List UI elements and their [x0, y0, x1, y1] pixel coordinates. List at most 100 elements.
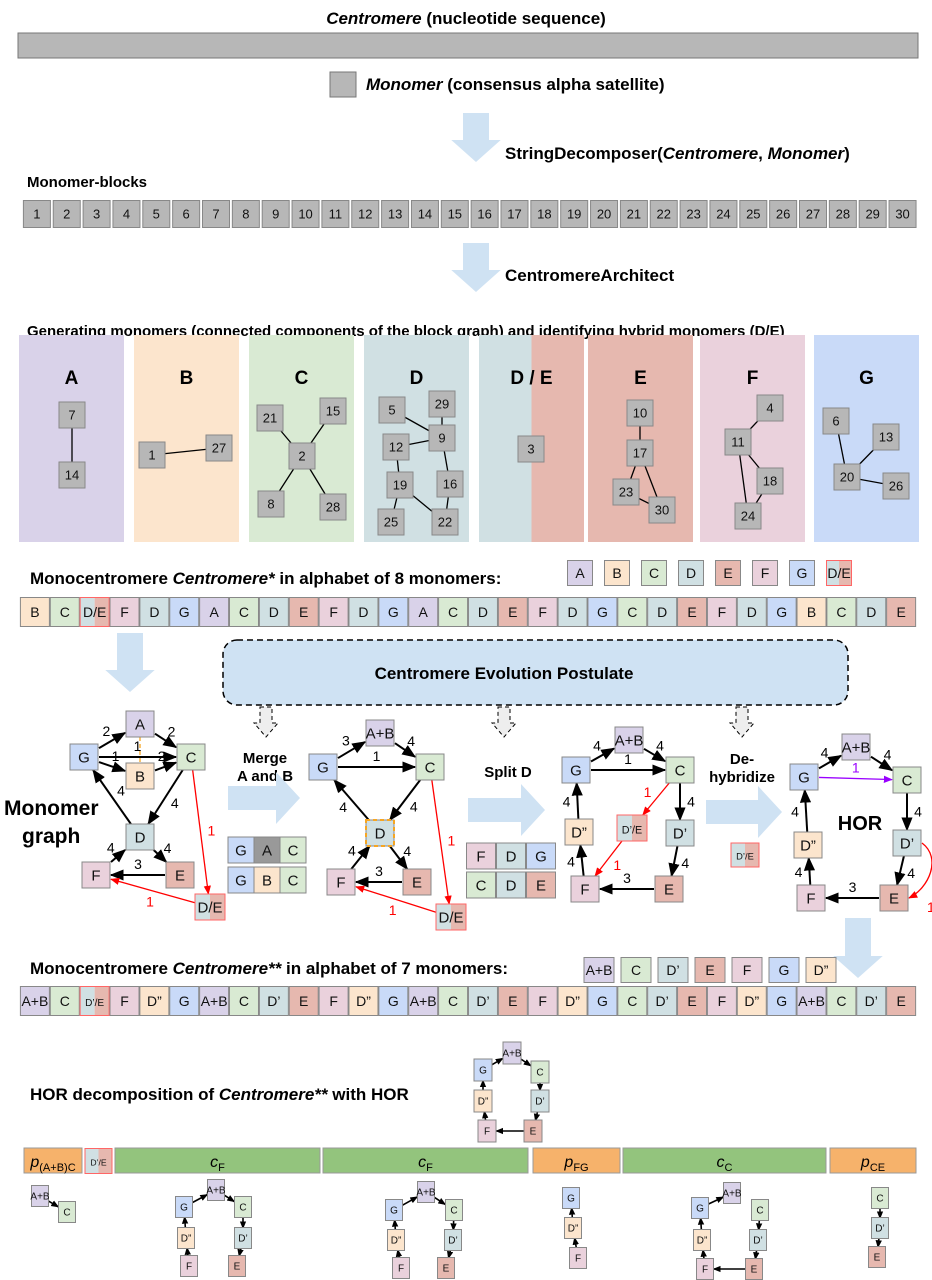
legend-dprime: D’	[657, 957, 689, 983]
edge-d-to-e	[152, 849, 168, 863]
box-rect	[871, 1187, 889, 1209]
segment-label-subscript: (A+B)C	[39, 1162, 75, 1174]
sequence-cell-c: C	[49, 986, 80, 1016]
box-label: E	[530, 1127, 537, 1138]
box-label: F	[806, 890, 815, 907]
mini-node-c: C	[445, 1199, 463, 1221]
box-rect	[58, 401, 86, 429]
box-label: D”	[147, 993, 162, 1009]
legend-a: A	[567, 560, 593, 586]
sequence-cell-f: F	[109, 986, 140, 1016]
mini-edge	[568, 1206, 576, 1219]
box-rect	[288, 597, 319, 627]
box-rect	[527, 986, 558, 1016]
mini-node-aplusb: A+B	[502, 1041, 522, 1065]
segment-hybrid-block: D’/E	[84, 1148, 113, 1174]
segment-label-main: p	[29, 1154, 39, 1171]
monomer-block-7: 7	[202, 200, 230, 228]
monomer-block-9: 9	[261, 200, 290, 228]
mini-node-g: G	[473, 1058, 493, 1082]
box-label: 16	[443, 477, 457, 492]
box-label: B	[807, 604, 816, 620]
block-node-12: 12	[382, 433, 410, 461]
hybrid-left-half	[85, 1148, 99, 1174]
box-label: 6	[183, 207, 190, 222]
box-rect	[470, 200, 499, 228]
box-rect	[530, 1089, 550, 1113]
edge-weight: 2	[158, 748, 166, 764]
box-label: 8	[267, 497, 274, 512]
hybrid-right-half	[745, 843, 759, 867]
box-label: A	[209, 604, 219, 620]
sequence-cell-ddprime: D”	[557, 986, 588, 1016]
box-rect	[564, 818, 594, 846]
box-label: 22	[657, 207, 671, 222]
box-label: G	[180, 1203, 188, 1214]
edge-weight: 4	[687, 794, 695, 810]
box-rect	[526, 842, 556, 870]
sequence-cell-dprime: D’	[647, 986, 678, 1016]
box-label: 28	[836, 207, 850, 222]
block-node-4: 4	[756, 394, 784, 422]
down-arrow-centromere-architect	[451, 243, 501, 292]
box-label: 13	[388, 207, 402, 222]
box-label: E	[508, 604, 517, 620]
box-label: E	[443, 1264, 450, 1275]
box-label: C	[476, 877, 487, 894]
box-rect	[749, 1229, 767, 1251]
box-rect	[789, 560, 815, 586]
string-decomposer-step: StringDecomposer(Centromere, Monomer)	[505, 144, 850, 163]
box-label: G	[776, 993, 787, 1009]
box-label: 26	[889, 479, 903, 494]
mini-node-ddprime: D”	[387, 1229, 405, 1251]
monomer-block-16: 16	[470, 200, 499, 228]
box-label: 4	[123, 207, 130, 222]
box-label: 21	[263, 411, 277, 426]
box-label: D’	[875, 1224, 884, 1235]
sequence-cell-ddprime: D”	[736, 986, 767, 1016]
box-rect	[348, 597, 379, 627]
graph-node-c: C	[415, 753, 445, 781]
box-label: G	[179, 993, 190, 1009]
graph-node-f: F	[326, 868, 356, 896]
box-rect	[142, 200, 171, 228]
box-rect	[856, 597, 887, 627]
mini-node-e: E	[523, 1119, 543, 1143]
sequence-cell-c: C	[826, 986, 857, 1016]
edge-f-to-d	[110, 849, 127, 863]
box-label: D/E	[438, 909, 463, 926]
edge-g-to-a	[98, 731, 127, 750]
sequence-cell-c: C	[228, 597, 259, 627]
graph-node-d-e: D/E	[435, 903, 467, 931]
box-rect	[614, 726, 644, 754]
box-label: G	[78, 749, 90, 766]
edge-f-to-ddprime	[803, 856, 816, 886]
split-step-label: Split D	[484, 764, 532, 781]
graph-node-e: E	[165, 861, 195, 889]
box-label: C	[239, 604, 249, 620]
box-label: G	[798, 769, 810, 786]
box-label: C	[876, 1194, 883, 1205]
legend-c: C	[641, 560, 667, 586]
box-label: G	[390, 1206, 398, 1217]
monomer-graph-label-1: Monomer	[4, 797, 99, 820]
box-rect	[49, 986, 80, 1016]
box-rect	[799, 200, 827, 228]
box-rect	[165, 861, 195, 889]
mini-node-f: F	[477, 1119, 497, 1143]
box-label: 20	[597, 207, 611, 222]
sequence-cell-aplusb: A+B	[408, 986, 439, 1016]
box-rect	[348, 986, 379, 1016]
box-rect	[19, 986, 50, 1016]
box-label: D’	[900, 835, 914, 852]
edge-weight: 4	[907, 865, 915, 881]
box-rect	[261, 200, 290, 228]
split-block-e: E	[526, 871, 556, 899]
box-label: A	[575, 565, 585, 581]
